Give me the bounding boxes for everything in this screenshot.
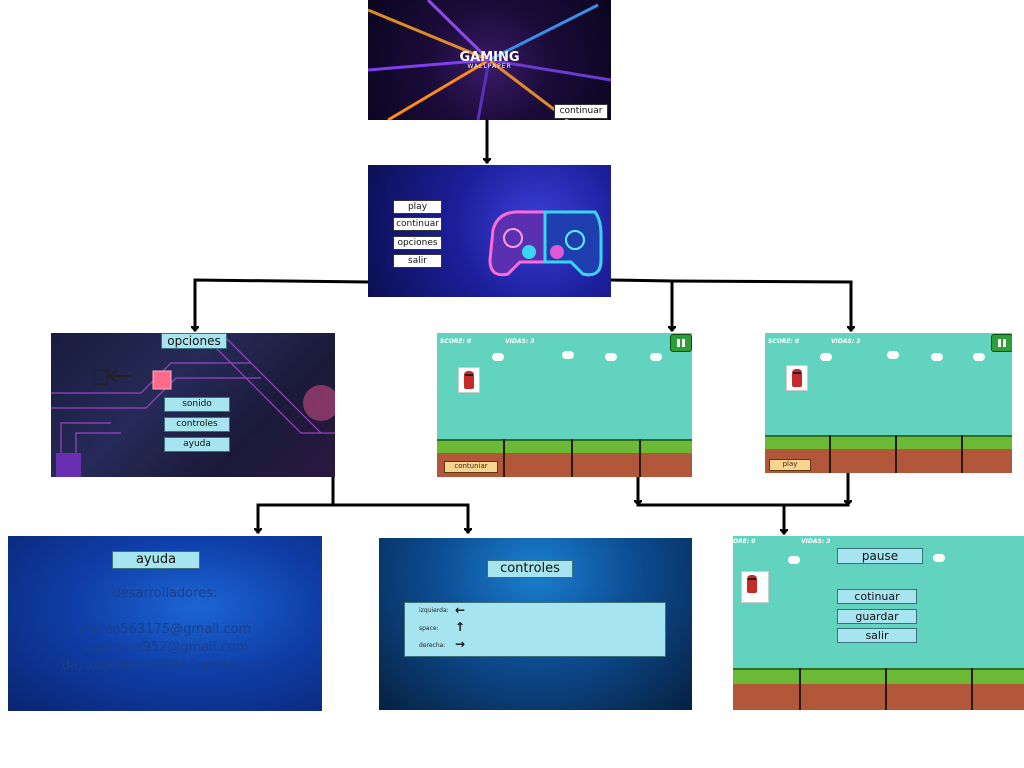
ground-divider bbox=[895, 435, 897, 473]
play-button[interactable]: play bbox=[393, 200, 442, 214]
arrow-menu-to-opciones bbox=[195, 278, 370, 330]
resume-button[interactable]: cotinuar bbox=[837, 589, 917, 604]
options-screen: opciones sonido controles ayuda bbox=[51, 333, 335, 477]
lives-text: VIDAS: 3 bbox=[505, 338, 535, 345]
logo-subtitle: WALLPAPER bbox=[467, 63, 512, 70]
ground-divider bbox=[639, 439, 641, 477]
main-menu-screen: play continuar opciones salir bbox=[368, 165, 611, 297]
cloud bbox=[788, 556, 800, 564]
pause-title: pause bbox=[837, 548, 923, 564]
lives-text: VIDAS: 3 bbox=[831, 338, 861, 345]
ground-divider bbox=[885, 668, 887, 710]
score-text: SCORE: 0 bbox=[440, 338, 472, 345]
player-sprite bbox=[741, 571, 769, 603]
pause-screen: ORE: 0 VIDAS: 3 pause cotinuar guardar s… bbox=[733, 536, 1024, 710]
exit-button[interactable]: salir bbox=[837, 628, 917, 643]
arrow-to-pause bbox=[636, 503, 850, 533]
game-screen-continue: SCORE: 0 VIDAS: 3 contuniar bbox=[437, 333, 692, 477]
burst-background bbox=[368, 0, 611, 120]
arrow-opciones-to-ayuda bbox=[258, 503, 470, 532]
arrow-menu-to-game-play bbox=[670, 279, 851, 330]
developer-email: davidsanabria9896@gmail.com bbox=[62, 658, 268, 673]
pause-icon[interactable] bbox=[670, 334, 692, 352]
controls-title: controles bbox=[487, 560, 573, 578]
back-arrow-icon[interactable] bbox=[92, 366, 133, 386]
continue-button[interactable]: continuar bbox=[393, 217, 442, 231]
game-screen-play: SCORE: 0 VIDAS: 3 play bbox=[765, 333, 1012, 473]
control-label-jump: space: bbox=[419, 625, 439, 632]
grass bbox=[765, 435, 1012, 449]
arrow-menu-to-game-continue bbox=[609, 278, 672, 330]
continue-button[interactable]: continuar bbox=[554, 104, 608, 119]
controls-list: izquierda: ← space: ↑ derecha: → bbox=[404, 602, 666, 657]
ground-divider bbox=[571, 439, 573, 477]
exit-button[interactable]: salir bbox=[393, 254, 442, 268]
developer-email: jfquintiva952@gmail.com bbox=[81, 640, 249, 655]
help-screen: ayuda desarrolladores: mateo563175@gmail… bbox=[8, 536, 322, 711]
pause-icon[interactable] bbox=[991, 334, 1012, 352]
logo-title: GAMING bbox=[459, 50, 520, 65]
cloud bbox=[973, 353, 985, 361]
ground-divider bbox=[799, 668, 801, 710]
arrow-right-icon: → bbox=[455, 637, 466, 651]
developers-heading: desarrolladores: bbox=[112, 586, 218, 601]
help-title: ayuda bbox=[112, 551, 200, 569]
control-label-left: izquierda: bbox=[419, 607, 449, 614]
cloud bbox=[887, 351, 899, 359]
sound-button[interactable]: sonido bbox=[164, 397, 230, 412]
cloud bbox=[933, 554, 945, 562]
cloud bbox=[492, 353, 504, 361]
control-label-right: derecha: bbox=[419, 642, 446, 649]
developer-email: mateo563175@gmail.com bbox=[78, 622, 252, 637]
help-button[interactable]: ayuda bbox=[164, 437, 230, 452]
ground-divider bbox=[971, 668, 973, 710]
cloud bbox=[931, 353, 943, 361]
grass bbox=[733, 668, 1024, 684]
ground-divider bbox=[961, 435, 963, 473]
splash-screen: GAMING WALLPAPER continuar bbox=[368, 0, 611, 120]
grass bbox=[437, 439, 692, 453]
arrow-up-icon: ↑ bbox=[455, 620, 466, 634]
options-button[interactable]: opciones bbox=[393, 236, 442, 250]
score-text: SCORE: 0 bbox=[768, 338, 800, 345]
gamepad-icon bbox=[488, 210, 603, 277]
cloud bbox=[650, 353, 662, 361]
circuit-background bbox=[51, 333, 335, 477]
arrow-left-icon: ← bbox=[455, 603, 466, 617]
cloud bbox=[605, 353, 617, 361]
options-title: opciones bbox=[161, 333, 227, 349]
cloud bbox=[820, 353, 832, 361]
ground-divider bbox=[503, 439, 505, 477]
cloud bbox=[562, 351, 574, 359]
play-button[interactable]: play bbox=[769, 459, 811, 471]
player-sprite bbox=[458, 367, 480, 393]
continue-button[interactable]: contuniar bbox=[444, 461, 498, 473]
controls-button[interactable]: controles bbox=[164, 417, 230, 432]
player-sprite bbox=[786, 365, 808, 391]
controls-screen: controles izquierda: ← space: ↑ derecha:… bbox=[379, 538, 692, 710]
score-text: ORE: 0 bbox=[733, 538, 756, 545]
save-button[interactable]: guardar bbox=[837, 609, 917, 624]
ground-divider bbox=[829, 435, 831, 473]
lives-text: VIDAS: 3 bbox=[801, 538, 831, 545]
